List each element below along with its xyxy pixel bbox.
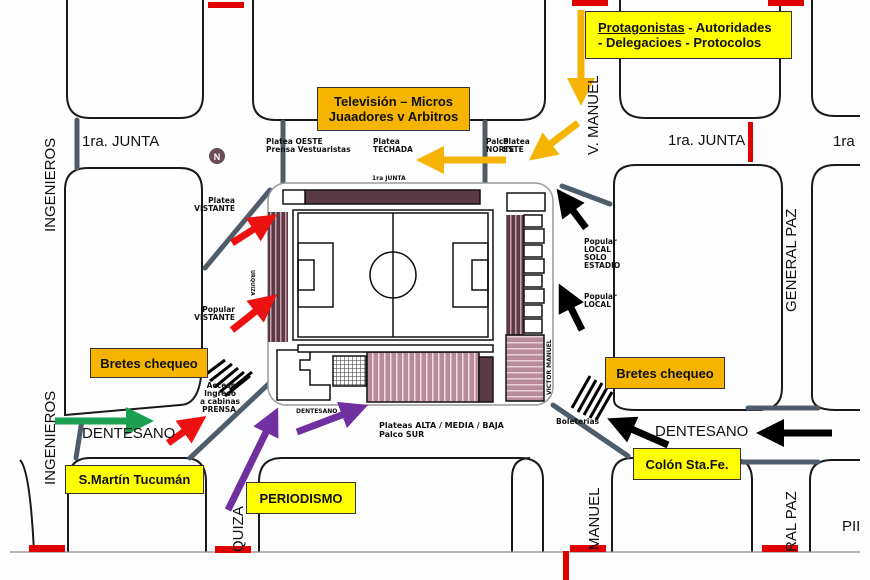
callout-bretes-right: Bretes chequeo (605, 357, 725, 389)
callout-text: Juaadores v Arbitros (328, 109, 459, 124)
block (809, 459, 860, 552)
arrow-black (556, 188, 589, 231)
arrow-black (558, 283, 586, 332)
street-v-manuel: V. MANUEL (585, 75, 602, 155)
block (64, 167, 203, 417)
arrow-red (165, 415, 207, 446)
arrow-yellow (528, 120, 581, 161)
stand-east-south (505, 334, 545, 402)
arrow-red (230, 214, 277, 246)
label-boleterias: Boleterias (556, 417, 599, 426)
city-blocks (19, 0, 860, 553)
fence (202, 187, 273, 271)
building (276, 349, 331, 401)
block (19, 459, 35, 553)
compass-icon: N (209, 148, 225, 164)
fence (550, 402, 631, 459)
label-inner-south: DENTESANO (296, 408, 338, 415)
callout-colon: Colón Sta.Fe. (633, 448, 741, 480)
block (619, 0, 781, 119)
callout-television: Televisión – Micros Juaadores v Arbitros (317, 87, 470, 131)
red-barrier (570, 545, 606, 552)
red-barrier (572, 0, 608, 6)
red-barriers (29, 0, 804, 580)
stand-east (506, 215, 524, 335)
red-barrier (762, 545, 798, 552)
red-barrier (29, 545, 65, 552)
fences (73, 117, 821, 465)
street-general-paz: RAL PAZ (783, 491, 800, 552)
block (511, 457, 531, 552)
callout-periodismo: PERIODISMO (246, 482, 356, 514)
street-urquiza: QUIZA (230, 506, 247, 552)
label-inner-east: VICTOR MANUEL (546, 339, 553, 395)
callout-text: Protagonistas (598, 20, 685, 35)
arrow-black (607, 416, 670, 449)
street-dentesano: DENTESANO (655, 423, 749, 440)
red-barrier (215, 546, 251, 553)
arrows (55, 10, 832, 512)
block (66, 0, 204, 119)
street-manuel: MANUEL (586, 487, 603, 550)
callout-protagonistas: Protagonistas - Autoridades - Delegacioe… (585, 11, 792, 59)
stand-south (366, 351, 480, 403)
street-primera-junta: 1ra. JUNTA (82, 133, 160, 150)
stadium (267, 182, 554, 406)
callout-text: - Autoridades (684, 20, 772, 35)
label-inner-west: URQUIZA (249, 270, 255, 296)
arrow-red (229, 294, 277, 333)
svg-text:N: N (214, 152, 221, 162)
block (811, 164, 860, 396)
street-general-paz: GENERAL PAZ (783, 208, 800, 312)
block (613, 164, 783, 411)
red-barrier (563, 551, 569, 580)
street-pii: PII (842, 518, 861, 535)
callout-text: Televisión – Micros (334, 94, 453, 109)
street-ingenieros: INGENIEROS (42, 137, 59, 232)
label-inner-north: 1ra JUNTA (372, 175, 406, 182)
street-primera-junta: 1ra (833, 133, 855, 150)
building (506, 192, 546, 212)
red-barrier (208, 2, 244, 8)
bretes-hatch-left (204, 358, 253, 398)
fence (187, 372, 281, 461)
block (258, 457, 544, 552)
callout-smartin-tucuman: S.Martín Tucumán (65, 465, 204, 494)
red-barrier (748, 122, 753, 162)
block (811, 0, 860, 117)
callout-bretes-left: Bretes chequeo (90, 348, 208, 378)
arrow-purple (295, 401, 369, 436)
street-dentesano: DENTESANO (82, 425, 176, 442)
callout-text: - Delegacioes - Protocolos (598, 35, 762, 50)
east-booths (523, 214, 545, 334)
building (282, 189, 306, 205)
fence (73, 417, 85, 461)
center-circle (369, 251, 417, 299)
street-primera-junta: 1ra. JUNTA (668, 132, 746, 149)
stand-north (304, 189, 481, 205)
street-ingenieros: INGENIEROS (42, 390, 59, 485)
bretes-hatch-right (570, 375, 614, 421)
arrow-purple (224, 407, 279, 512)
stand-west (268, 212, 288, 342)
red-barrier (768, 0, 804, 6)
